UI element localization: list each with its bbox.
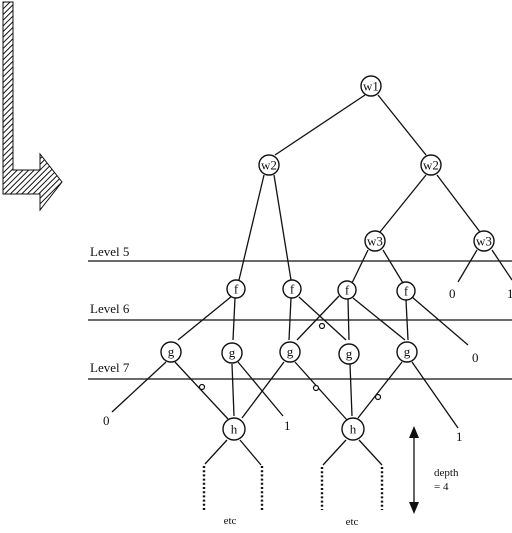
- edge-f4-0: [411, 296, 469, 346]
- svg-text:w3: w3: [367, 234, 383, 249]
- node-g4: g: [338, 343, 360, 365]
- leaf-w3-one: 1: [507, 286, 512, 301]
- edge-f4-g5: [405, 299, 409, 341]
- edge-h1-left: [204, 439, 228, 465]
- edge-f1-g1: [177, 295, 233, 341]
- edge-g4-h2: [349, 363, 353, 417]
- svg-text:w1: w1: [363, 79, 379, 94]
- svg-text:g: g: [404, 344, 411, 359]
- edge-w3left-f3: [351, 249, 369, 284]
- node-w2-right: w2: [420, 154, 442, 176]
- svg-text:w3: w3: [476, 234, 492, 249]
- tree-nodes: w1 w2 w2 w3 w3 f f f: [160, 75, 495, 441]
- svg-text:w2: w2: [261, 158, 277, 173]
- edge-g5-h2: [357, 361, 403, 419]
- node-h2: h: [341, 417, 365, 441]
- bent-arrow-icon: [2, 1, 63, 212]
- edge-h1-right: [239, 439, 262, 466]
- complement-marker: [374, 393, 382, 401]
- edge-f2-g4: [298, 296, 347, 341]
- etc-label-left: etc: [224, 515, 237, 527]
- svg-text:f: f: [404, 284, 409, 299]
- edge-g1-h1: [174, 361, 229, 420]
- edge-f2-g3: [288, 297, 292, 341]
- level-7-label: Level 7: [90, 360, 130, 375]
- level-6-label: Level 6: [90, 301, 130, 316]
- leaf-w3-zero: 0: [449, 286, 456, 301]
- edge-w2left-f1: [238, 174, 265, 281]
- svg-text:g: g: [229, 345, 236, 360]
- leaf-g2-one: 1: [284, 418, 291, 433]
- node-g3: g: [279, 341, 301, 363]
- edge-h2-left: [322, 439, 347, 466]
- edge-g1-0: [111, 361, 167, 413]
- svg-text:g: g: [346, 346, 353, 361]
- node-h1: h: [222, 417, 246, 441]
- edge-g3-h1: [241, 361, 285, 419]
- depth-value: = 4: [434, 481, 449, 493]
- edge-w2right-w3right: [436, 174, 481, 233]
- node-f4: f: [396, 281, 416, 301]
- node-g2: g: [221, 342, 243, 364]
- svg-text:h: h: [350, 422, 357, 437]
- node-w3-right: w3: [473, 230, 495, 252]
- leaf-g5-one: 1: [456, 429, 463, 444]
- edge-g5-1: [411, 361, 459, 429]
- edge-w1-w2right: [377, 94, 427, 156]
- edge-w3right-0: [457, 249, 478, 283]
- edge-w2left-f2: [273, 174, 292, 281]
- edge-g2-1: [237, 361, 284, 417]
- level-5-label: Level 5: [90, 244, 129, 259]
- depth-label: depth: [434, 467, 459, 479]
- edge-f3-g5: [352, 297, 406, 341]
- complement-marker: [198, 383, 206, 391]
- edge-f1-g2: [232, 297, 236, 341]
- svg-text:f: f: [290, 282, 295, 297]
- svg-text:w2: w2: [423, 158, 439, 173]
- edge-complement-markers: [198, 322, 382, 401]
- node-f1: f: [226, 279, 246, 299]
- leaf-g5-zero: 0: [472, 350, 479, 365]
- svg-text:f: f: [345, 283, 350, 298]
- edge-w3right-1: [491, 249, 512, 281]
- edge-w1-w2left: [274, 94, 366, 156]
- etc-label-right: etc: [346, 516, 359, 528]
- svg-text:f: f: [234, 282, 239, 297]
- svg-text:g: g: [168, 344, 175, 359]
- leaf-g1-zero: 0: [103, 413, 110, 428]
- edge-w2right-w3left: [379, 174, 427, 233]
- node-w3-left: w3: [364, 230, 386, 252]
- node-g1: g: [160, 341, 182, 363]
- node-w2-left: w2: [258, 154, 280, 176]
- depth-arrow-icon: [409, 426, 419, 514]
- tree-edges: [111, 94, 512, 466]
- complement-marker: [318, 322, 326, 330]
- node-w1: w1: [360, 75, 382, 97]
- svg-text:h: h: [231, 422, 238, 437]
- edge-f3-g4: [347, 298, 350, 341]
- continuation-dashes: [202, 466, 384, 510]
- complement-marker: [312, 384, 320, 392]
- edge-g2-h1: [231, 363, 235, 417]
- edge-h2-right: [358, 439, 383, 466]
- node-f2: f: [282, 279, 302, 299]
- node-g5: g: [396, 341, 418, 363]
- edge-g3-h2: [294, 361, 348, 421]
- edge-f3-g3: [296, 295, 340, 341]
- svg-text:g: g: [287, 344, 294, 359]
- node-f3: f: [337, 280, 357, 300]
- edge-w3left-f4: [382, 249, 404, 284]
